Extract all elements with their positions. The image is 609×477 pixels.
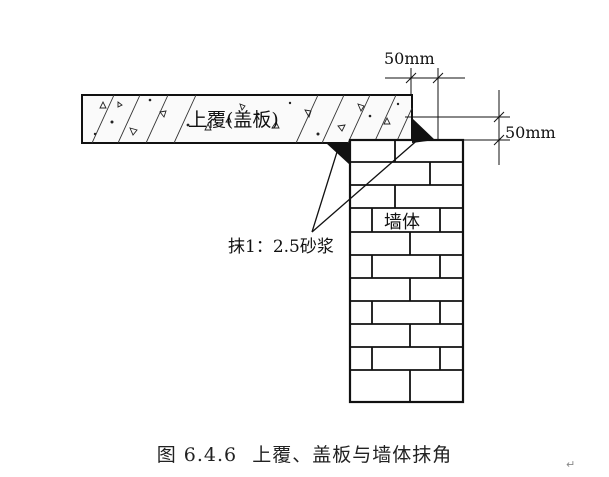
wall-label: 墙体 — [384, 212, 420, 233]
slab-label: 上覆(盖板) — [188, 109, 279, 131]
mortar-leader — [311, 136, 422, 233]
mortar-fillet-right — [412, 118, 435, 143]
dimension-horizontal — [385, 68, 465, 140]
dimension-vertical — [405, 90, 510, 165]
slab — [81, 94, 413, 144]
figure-caption: 图 6.4.6 上覆、盖板与墙体抹角 — [0, 440, 609, 467]
figure-number: 图 6.4.6 — [156, 444, 238, 466]
paragraph-return-mark: ↵ — [566, 458, 576, 471]
dim-vertical-label: 50mm — [505, 123, 556, 142]
figure-title: 上覆、盖板与墙体抹角 — [252, 444, 453, 466]
mortar-fillet-left — [326, 143, 350, 165]
mortar-label: 抹1：2.5砂浆 — [228, 237, 334, 257]
mortar-fillets — [326, 118, 435, 165]
dim-horizontal-label: 50mm — [384, 49, 435, 68]
brick-wall — [348, 138, 465, 404]
